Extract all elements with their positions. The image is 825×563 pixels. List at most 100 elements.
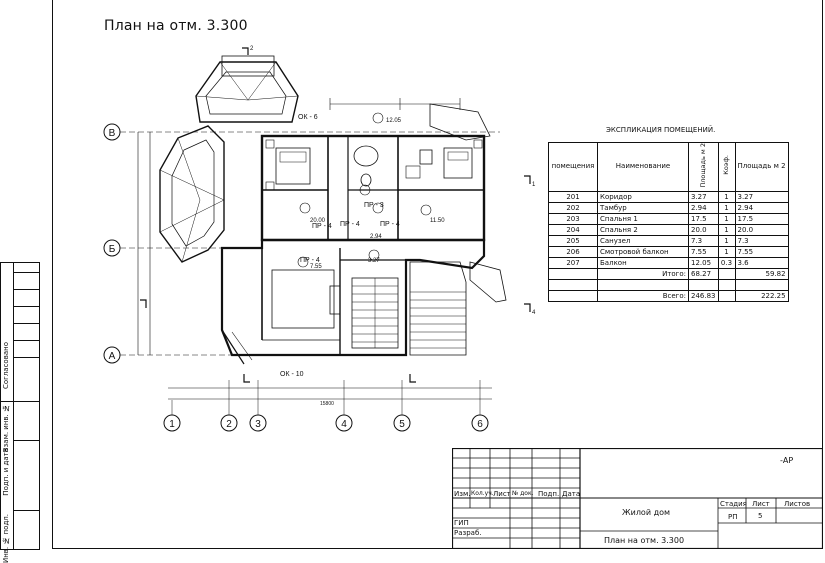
table-row: 206 Смотровой балкон 7.55 1 7.55 (548, 245, 789, 258)
grid-col-label: 3 (255, 419, 261, 430)
dimension-total: 15800 (320, 401, 334, 407)
area-label: 11.50 (430, 218, 445, 224)
cell: 20.0 (734, 223, 789, 236)
tb-header: Кол.уч. (471, 490, 494, 497)
cell: 1 (717, 245, 736, 258)
cell: 1 (717, 201, 736, 214)
tb-header: № док. (512, 490, 534, 497)
table-row: 205 Санузел 7.3 1 7.3 (548, 234, 789, 247)
cell: 204 (548, 223, 598, 236)
cell: 20.0 (688, 223, 719, 236)
cell (688, 278, 719, 291)
cell (734, 278, 789, 291)
sheet-title: План на отм. 3.300 (104, 18, 248, 34)
cell (717, 267, 736, 280)
stamp-cell (13, 323, 40, 341)
table-row: 204 Спальня 2 20.0 1 20.0 (548, 223, 789, 236)
sheet-number: 5 (758, 512, 763, 520)
grid-col-label: 5 (399, 419, 405, 430)
cell (548, 289, 598, 302)
grid-col-label: 2 (226, 419, 232, 430)
explication-table: помещения Наименование Площадь м 2 Коэф.… (548, 142, 789, 302)
door-label-pr4: ПР - 4 (380, 221, 400, 228)
stamp-cell (13, 510, 40, 550)
tb-header: Лист (493, 490, 511, 498)
stamp-inv-zam: Взам. инв. № (2, 404, 10, 453)
stamp-cell (13, 272, 40, 290)
cell: 7.55 (688, 245, 719, 258)
grid-row-label: В (109, 128, 116, 139)
floor-plan: В Б А 1 2 3 4 5 6 ОК - 6 ОК - 10 ПР - 3 … (103, 46, 536, 432)
tb-header: Изм. (454, 490, 471, 498)
grid-row-bubbles (103, 123, 121, 364)
cell: 206 (548, 245, 598, 258)
cell (548, 278, 598, 291)
table-row: 203 Спальня 1 17.5 1 17.5 (548, 212, 789, 225)
cell: 17.5 (734, 212, 789, 225)
grid-col-label: 4 (341, 419, 347, 430)
stamp-cell (13, 289, 40, 307)
cell: 3.27 (688, 190, 719, 203)
cell: 3.27 (734, 190, 789, 203)
table-header-row: помещения Наименование Площадь м 2 Коэф.… (548, 142, 789, 192)
cell: 7.3 (734, 234, 789, 247)
cell: 7.55 (734, 245, 789, 258)
col-header: Площадь м 2 (734, 142, 789, 192)
stamp-agreed: Согласовано (2, 342, 10, 390)
spacer-row (548, 278, 789, 291)
cell: 17.5 (688, 212, 719, 225)
stage-value: РП (728, 513, 738, 521)
grid-col-label: 6 (477, 419, 483, 430)
section-number: 4 (532, 310, 536, 316)
sheets-header: Листов (784, 500, 811, 508)
col-header-text: Коэф. (722, 155, 730, 176)
tb-header: Дата (562, 490, 581, 498)
total-area: 68.27 (688, 267, 719, 280)
stamp-cell (13, 306, 40, 324)
cell: 1 (717, 212, 736, 225)
cell: 12.05 (688, 256, 719, 269)
cell: 7.3 (688, 234, 719, 247)
drawing-frame (52, 0, 823, 549)
cell: 3.6 (734, 256, 789, 269)
title-block: -АР Изм. Кол.уч. Лист № док. Подп. Дата … (452, 448, 823, 549)
window-label-ok10: ОК - 10 (280, 371, 304, 378)
cell: 1 (717, 234, 736, 247)
grand-total-label: Всего: (597, 289, 689, 302)
tb-gip: ГИП (454, 519, 469, 527)
cell: Балкон (597, 256, 689, 269)
door-label-pr4: ПР - 4 (340, 221, 360, 228)
col-header: Площадь м 2 (688, 142, 719, 192)
area-label: 20.00 (310, 218, 326, 224)
table-row: 201 Коридор 3.27 1 3.27 (548, 190, 789, 203)
left-stamp: Согласовано Взам. инв. № Подп. и дата Ин… (0, 262, 52, 563)
total-label: Итого: (597, 267, 689, 280)
cell: Спальня 1 (597, 212, 689, 225)
window-label-ok6: ОК - 6 (298, 114, 318, 121)
stamp-inv-orig: Инв. № подл. (2, 514, 10, 563)
cell: 207 (548, 256, 598, 269)
stage-header: Стадия (720, 500, 747, 508)
project-name: Жилой дом (622, 508, 671, 517)
stamp-cell (13, 401, 40, 441)
area-label: 12.05 (386, 118, 402, 124)
cell: 1 (717, 223, 736, 236)
col-header: Наименование (597, 142, 689, 192)
grid-row-label: А (109, 351, 116, 362)
cell: Санузел (597, 234, 689, 247)
grid-col-label: 1 (169, 419, 175, 430)
cell: Спальня 2 (597, 223, 689, 236)
area-label: 3.27 (368, 258, 380, 264)
cell: 202 (548, 201, 598, 214)
cell: 203 (548, 212, 598, 225)
total-row: Итого: 68.27 59.82 (548, 267, 789, 280)
area-label: 7.55 (310, 264, 322, 270)
cell: 201 (548, 190, 598, 203)
cell: 2.94 (688, 201, 719, 214)
col-header: помещения (548, 142, 598, 192)
grand-total-row: Всего: 246.83 222.25 (548, 289, 789, 302)
tb-razrab: Разраб. (454, 529, 482, 537)
cell: Тамбур (597, 201, 689, 214)
table-row: 207 Балкон 12.05 0.3 3.6 (548, 256, 789, 269)
stamp-cell (13, 340, 40, 358)
